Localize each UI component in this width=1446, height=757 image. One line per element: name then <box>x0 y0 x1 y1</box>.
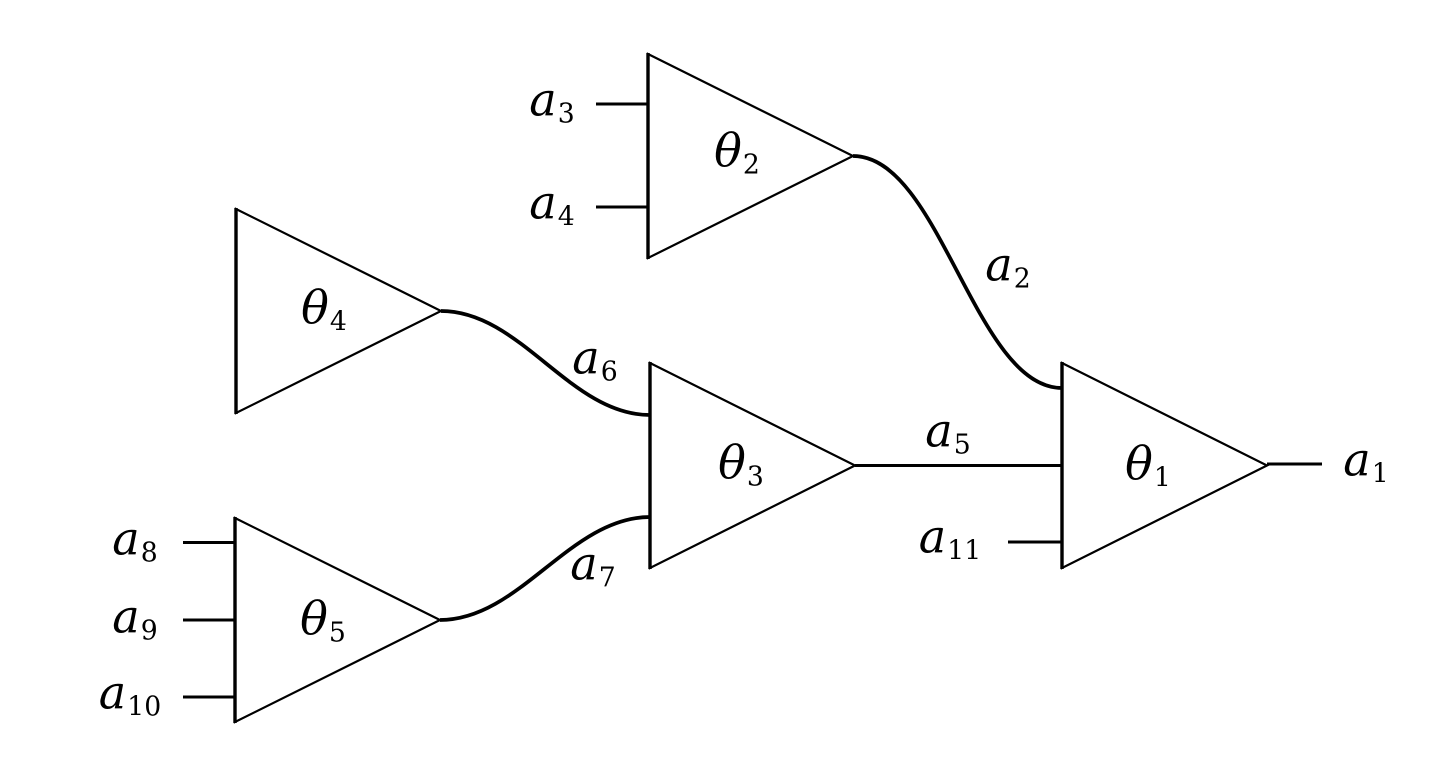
wire-a6 <box>440 309 651 417</box>
wire-label-a3: a3 <box>529 72 575 129</box>
wire-label-a10: a10 <box>98 665 162 722</box>
wire-label-a5: a5 <box>925 403 971 460</box>
wire-a2 <box>852 154 1063 390</box>
wire-label-a11: a11 <box>918 509 982 566</box>
wire-label-a7: a7 <box>570 536 616 593</box>
wire-label-a8: a8 <box>112 511 158 568</box>
wire-a7 <box>439 515 651 622</box>
gate-label-theta3: θ3 <box>718 435 764 492</box>
wire-label-a6: a6 <box>572 330 618 387</box>
gate-label-theta4: θ4 <box>301 280 347 337</box>
wire-label-a4: a4 <box>529 175 575 232</box>
gate-label-theta1: θ1 <box>1125 436 1171 493</box>
gate-label-theta5: θ5 <box>300 591 346 648</box>
wire-label-a1: a1 <box>1343 432 1389 489</box>
wire-label-a2: a2 <box>985 237 1031 294</box>
gate-label-theta2: θ2 <box>714 123 760 180</box>
wire-label-a9: a9 <box>112 589 158 646</box>
